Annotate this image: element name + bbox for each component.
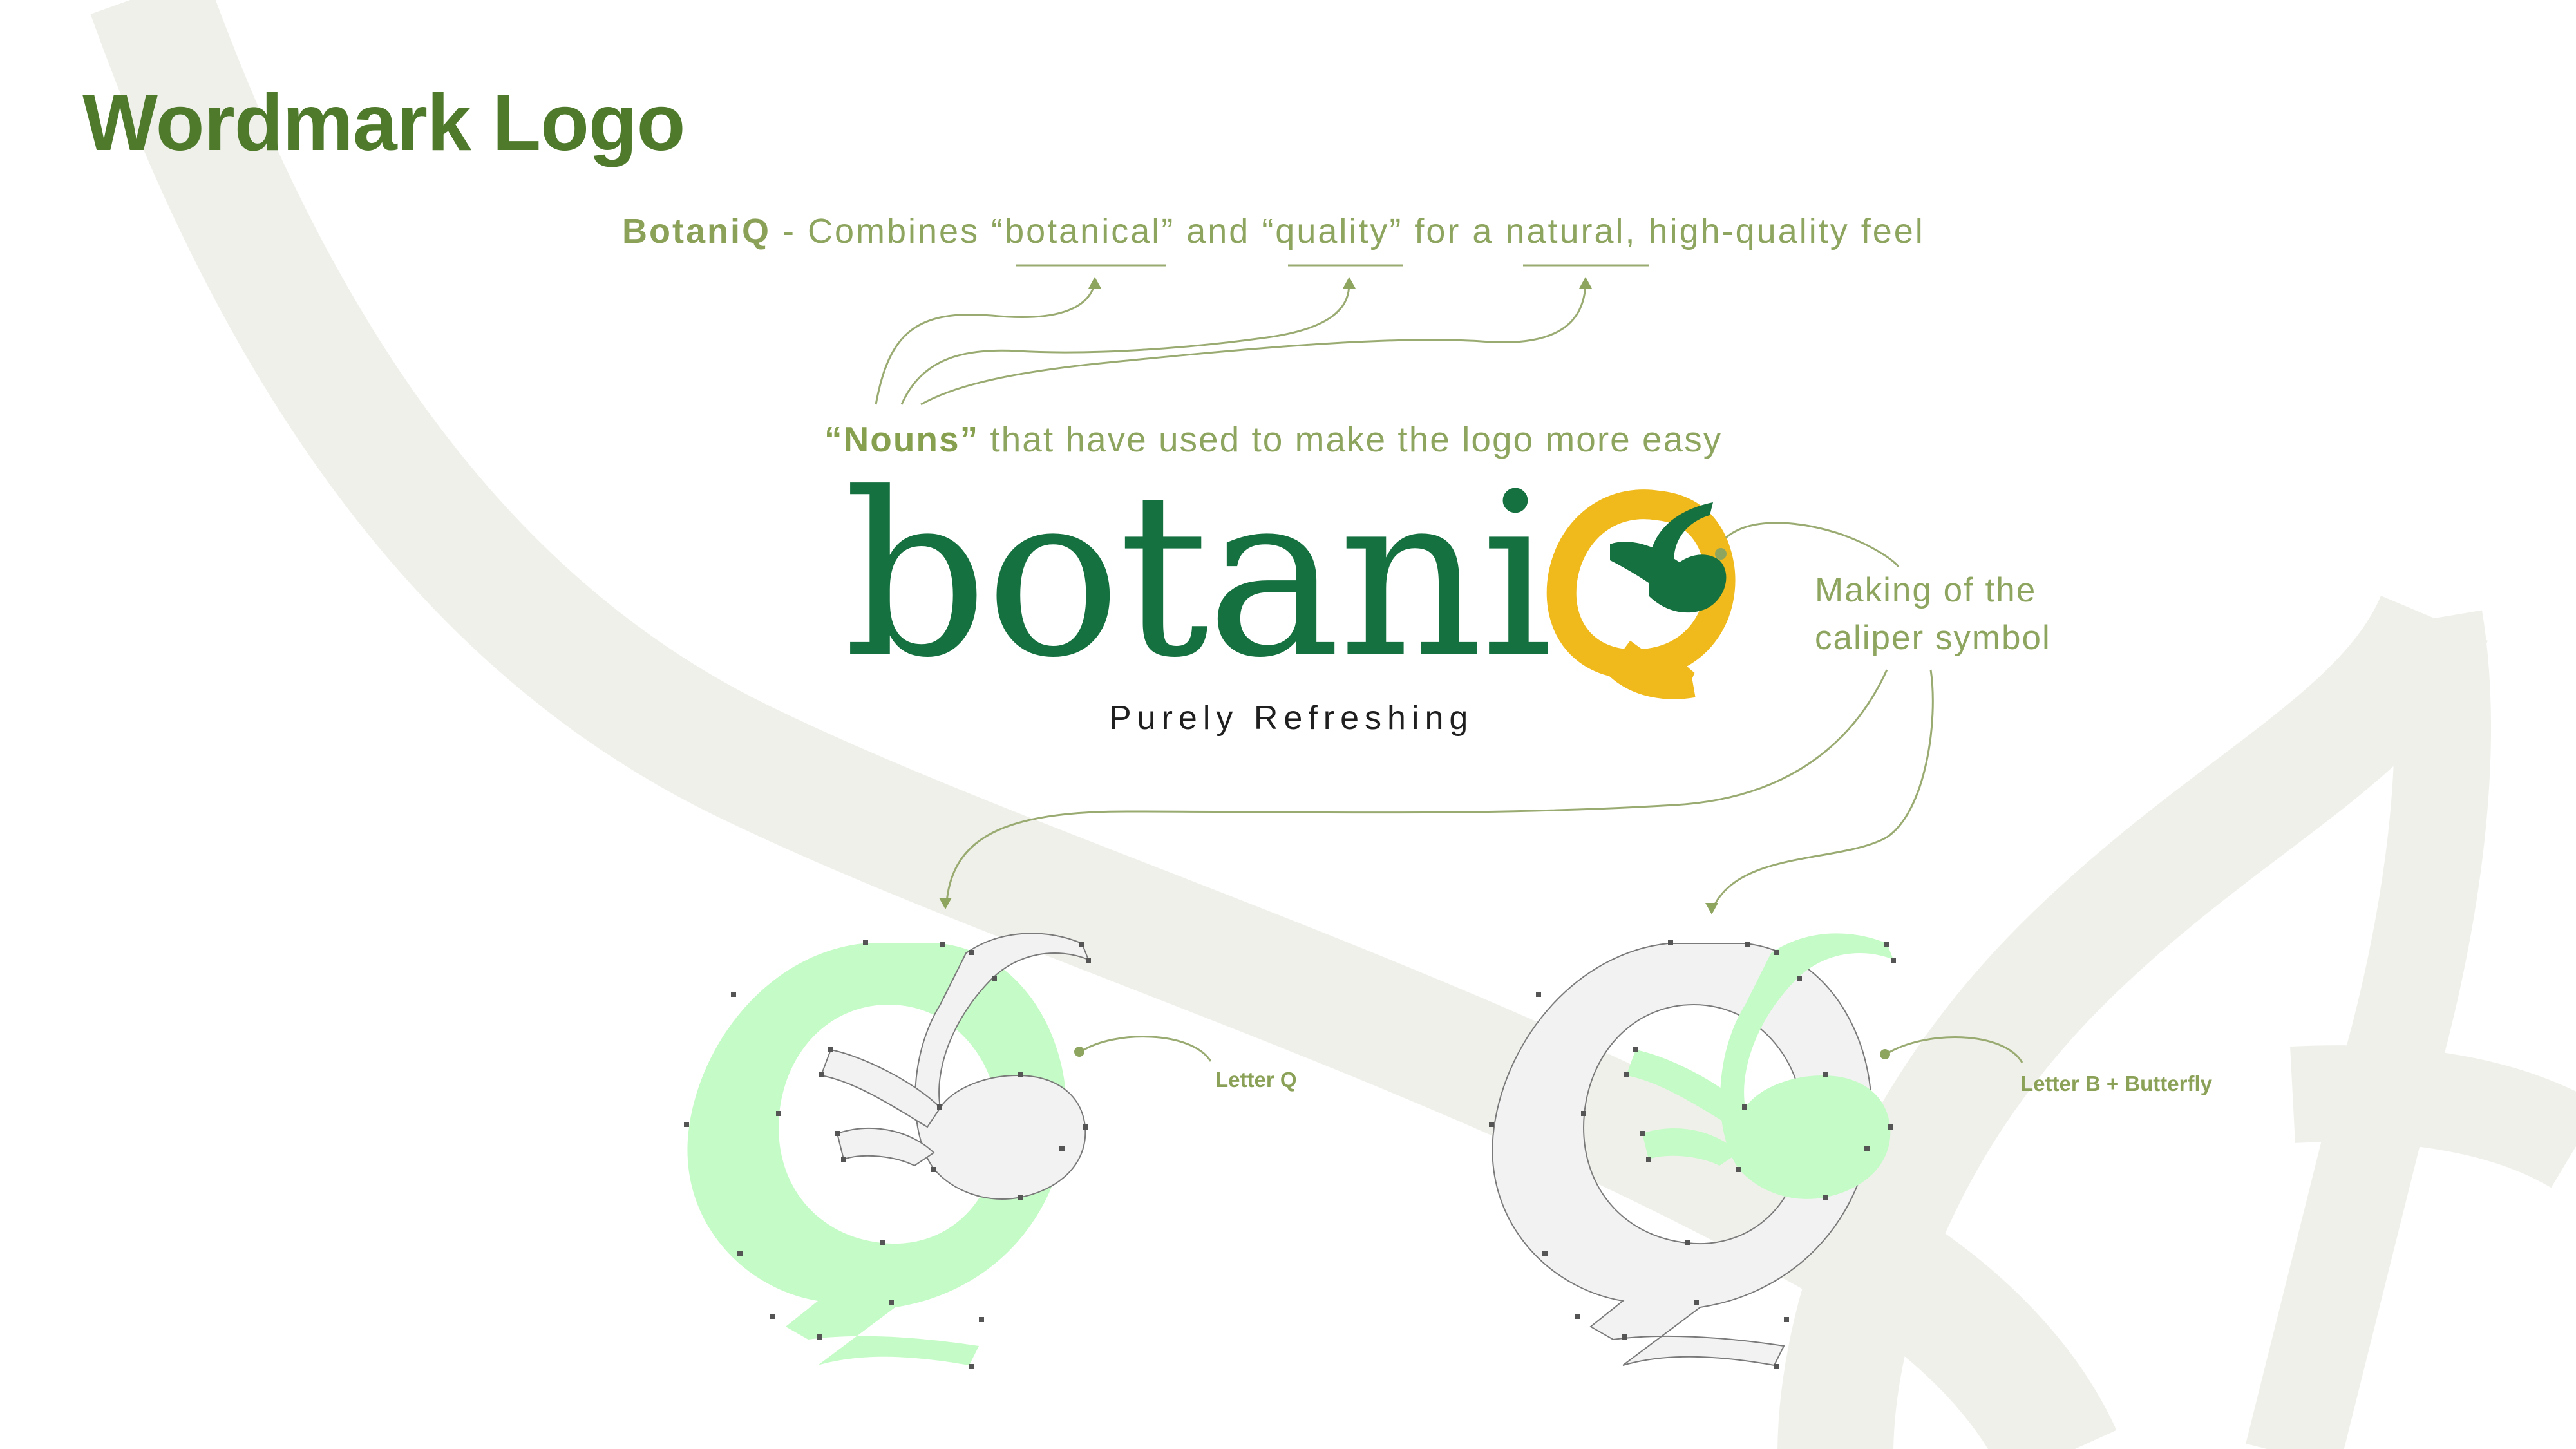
nouns-note: “Nouns” that have used to make the logo … — [824, 419, 1722, 460]
making-caliper-note: Making of the caliper symbol — [1815, 571, 2051, 657]
label-letter-q: Letter Q — [1215, 1068, 1297, 1092]
description-text: - Combines “botanical” and “quality” for… — [771, 212, 1925, 251]
nouns-text: that have used to make the logo more eas… — [979, 419, 1723, 459]
label-letter-b-butterfly: Letter B + Butterfly — [2020, 1072, 2212, 1095]
tagline: Purely Refreshing — [1109, 699, 1474, 737]
page-title: Wordmark Logo — [82, 79, 685, 167]
nouns-bold: “Nouns” — [824, 419, 980, 459]
logo-description: BotaniQ - Combines “botanical” and “qual… — [622, 211, 1925, 251]
wordmark-text: botani — [844, 444, 1553, 707]
brand-name: BotaniQ — [622, 212, 771, 251]
